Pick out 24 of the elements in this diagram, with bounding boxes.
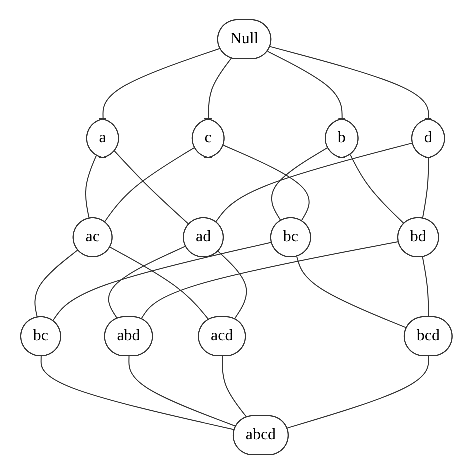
connector bbox=[41, 356, 236, 430]
connector bbox=[224, 144, 310, 222]
connector bbox=[287, 356, 430, 428]
connector bbox=[222, 356, 248, 418]
connector bbox=[114, 150, 190, 225]
connector bbox=[52, 241, 273, 322]
connector bbox=[218, 250, 248, 320]
connector bbox=[103, 48, 222, 120]
connector bbox=[129, 356, 238, 427]
connector bbox=[268, 50, 344, 120]
connector bbox=[110, 246, 210, 320]
connector bbox=[86, 154, 98, 219]
connector bbox=[104, 146, 196, 222]
connector bbox=[270, 46, 430, 120]
connector bbox=[422, 256, 430, 318]
connector bbox=[272, 146, 329, 222]
connector bbox=[350, 154, 406, 224]
connector bbox=[35, 249, 79, 318]
connector bbox=[422, 158, 430, 219]
connector bbox=[296, 256, 408, 328]
connector bbox=[208, 57, 232, 120]
connector bbox=[108, 245, 187, 319]
connector bbox=[141, 240, 400, 320]
connector bbox=[216, 142, 414, 222]
